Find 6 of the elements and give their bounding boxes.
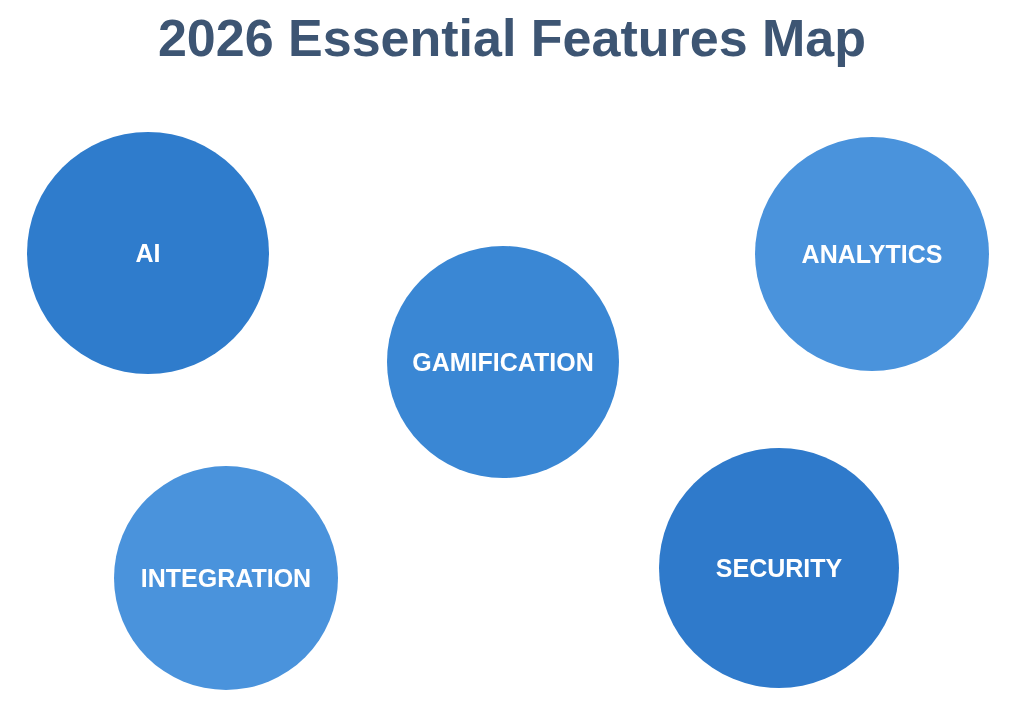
title: 2026 Essential Features Map [156, 8, 868, 68]
feature-label: AI [135, 238, 161, 268]
feature-label: GAMIFICATION [412, 347, 594, 377]
feature-label: ANALYTICS [801, 239, 943, 269]
feature-label: INTEGRATION [140, 563, 312, 593]
feature-label: SECURITY [715, 553, 843, 583]
